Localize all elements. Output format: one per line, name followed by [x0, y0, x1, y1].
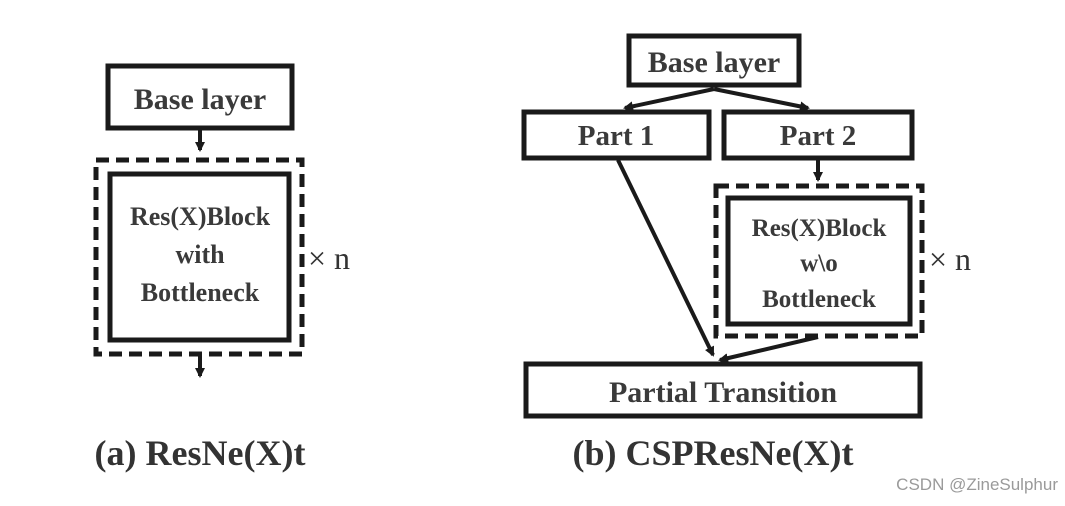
b-resblock-line3: Bottleneck: [762, 286, 876, 313]
b-part2-box: [721, 109, 915, 161]
b-transition-box: [523, 361, 923, 419]
b-repeat-n-label: × n: [929, 241, 971, 277]
a-resblock-box: [107, 171, 292, 343]
b-base-layer-label: Base layer: [648, 46, 780, 79]
a-caption: (a) ResNe(X)t: [95, 433, 306, 473]
a-base-layer-label: Base layer: [134, 83, 266, 116]
b-resblock-line2: w\o: [800, 250, 838, 277]
b-caption: (b) CSPResNe(X)t: [573, 433, 854, 473]
b-arrow-part1-to-transition: [616, 159, 715, 357]
a-resblock-line1: Res(X)Block: [130, 202, 271, 231]
b-repeat-dashed-box: [713, 183, 925, 339]
a-resblock-line3: Bottleneck: [141, 278, 260, 307]
a-repeat-dashed-box: [93, 157, 305, 357]
b-part2-label: Part 2: [780, 120, 857, 152]
b-arrow-base-to-part1: [623, 87, 715, 112]
a-repeat-n-label: × n: [308, 240, 350, 276]
watermark-label: CSDN @ZineSulphur: [896, 475, 1058, 494]
diagram-b: Base layer Part 1 Part 2 Res(X)Block w\o…: [521, 33, 971, 473]
b-arrow-block-to-transition: [718, 335, 819, 364]
b-part1-label: Part 1: [578, 120, 655, 152]
a-resblock-line2: with: [175, 240, 225, 269]
b-resblock-line1: Res(X)Block: [752, 215, 887, 242]
b-resblock-box: [725, 195, 913, 327]
b-arrow-base-to-part2: [713, 87, 810, 112]
b-transition-label: Partial Transition: [609, 376, 837, 409]
b-base-layer-box: [626, 33, 802, 88]
b-part1-box: [521, 109, 712, 161]
diagram-a: Base layer Res(X)Block with Bottleneck ×…: [93, 63, 350, 473]
